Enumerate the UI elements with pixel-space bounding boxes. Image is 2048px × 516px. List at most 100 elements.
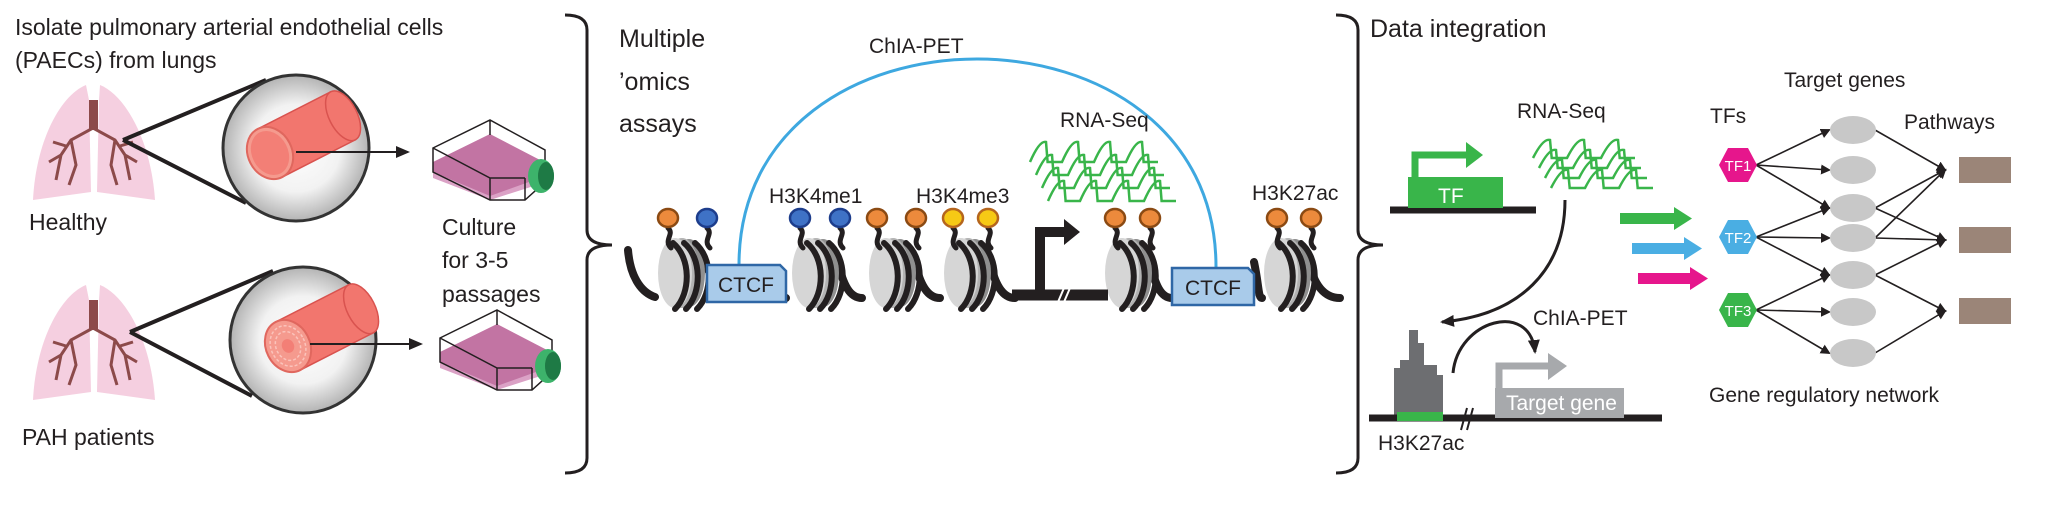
dna-wrap (1117, 240, 1137, 312)
histone-tail (797, 225, 806, 251)
ctcf-label-1: CTCF (718, 274, 774, 297)
pah-vessel-icon (263, 283, 380, 374)
histone-mark-orange (1265, 207, 1289, 229)
histone-tail (1147, 225, 1156, 251)
rnaseq-label: RNA-Seq (1060, 109, 1149, 132)
pathway-node (1959, 227, 2011, 253)
edge-gene-to-pathway (1874, 169, 1947, 209)
culture-flask-icon (439, 309, 561, 391)
left-lung (33, 85, 91, 200)
dna-wrap (967, 240, 987, 312)
break-mark (1057, 287, 1071, 303)
rna-transcript (1046, 179, 1176, 203)
chiapet-label-right: ChIA-PET (1533, 307, 1628, 330)
edge-tf-to-gene (1755, 206, 1831, 238)
dna-wrap (670, 240, 690, 312)
nucleosome (658, 238, 712, 312)
dna-wrap (1139, 240, 1159, 312)
panel-title-line1: Isolate pulmonary arterial endothelial c… (15, 14, 443, 40)
histone-mark-yellow (941, 207, 965, 229)
trachea (89, 100, 98, 130)
tf-tss-arrowhead (1466, 142, 1483, 168)
target-gene-node (1830, 224, 1876, 252)
target-gene-node (1830, 194, 1876, 222)
break-mark (1460, 407, 1474, 431)
dna-wrap (681, 240, 701, 312)
culture-line-1: Culture (442, 214, 516, 240)
integration-arrow-pink (1638, 267, 1708, 290)
histone-mark-blue (695, 207, 719, 229)
histone-mark-orange (1103, 207, 1127, 229)
tf-gene-box (1408, 177, 1503, 208)
edge-gene-to-pathway (1874, 129, 1947, 171)
nucleosome (869, 238, 923, 312)
target-gene-node (1830, 116, 1876, 144)
dna-linker (1250, 258, 1266, 302)
integration-arrow-green (1620, 207, 1692, 230)
histone-mark-blue (828, 207, 852, 229)
data-integration-title: Data integration (1370, 15, 1547, 43)
target-tss-arrowhead (1548, 353, 1567, 380)
tf-node-1: TF1 (1719, 148, 1757, 182)
edge-tf-to-gene (1755, 273, 1831, 311)
histone-tail (1274, 225, 1283, 251)
healthy-label: Healthy (29, 209, 107, 235)
tf-gene-label: TF (1438, 185, 1464, 208)
edge-gene-to-pathway (1874, 168, 1947, 239)
histone-mark-blue (788, 207, 812, 229)
histone-tail (704, 225, 713, 251)
flask-cap-inner (545, 352, 561, 380)
target-gene-node (1830, 156, 1876, 184)
bronchi (48, 326, 138, 386)
flask-cap-inner (538, 162, 554, 190)
edge-tf-to-gene (1755, 164, 1831, 175)
dna-wrap (1276, 240, 1296, 312)
nucleosome (792, 238, 846, 312)
histone-mark-orange (1299, 207, 1323, 229)
rna-transcript (1034, 153, 1164, 177)
flask-medium-side (440, 362, 547, 390)
edge-gene-to-pathway (1874, 274, 1947, 312)
target-gene-label: Target gene (1506, 392, 1617, 415)
pah-lungs-icon (33, 285, 155, 400)
pathway-node (1959, 157, 2011, 183)
chiapet-label: ChIA-PET (869, 35, 964, 58)
omics-title-line1: Multiple (619, 25, 705, 53)
histone-tail (837, 225, 846, 251)
integration-arrow-blue (1632, 237, 1702, 260)
dna-wrap (815, 240, 835, 312)
edge-gene-to-pathway (1874, 207, 1947, 242)
ctcf-box-1: CTCF (705, 263, 788, 304)
target-gene-node (1830, 261, 1876, 289)
nucleosome (1264, 238, 1318, 312)
edge-tf-to-gene (1755, 306, 1831, 317)
tfs-label: TFs (1710, 105, 1746, 128)
target-tss-arrow-icon (1495, 362, 1550, 388)
dna-wrap (1298, 240, 1318, 312)
flask-medium-side (433, 172, 540, 200)
tf-node-3: TF3 (1719, 293, 1757, 327)
tf-node-label: TF3 (1725, 303, 1752, 320)
target-genes-label: Target genes (1784, 69, 1905, 92)
zoom-cone-healthy (122, 78, 267, 205)
nucleosome (944, 238, 998, 312)
tf-tss-arrow-icon (1411, 151, 1468, 177)
ctcf-box-2: CTCF (1170, 266, 1256, 307)
dna-wrap (903, 240, 923, 312)
target-gene-box (1495, 388, 1624, 418)
culture-flask-icon (432, 119, 554, 201)
edge-gene-to-pathway (1874, 239, 1947, 276)
rna-transcript (1537, 148, 1641, 170)
tf-node-label: TF2 (1725, 230, 1752, 247)
histone-mark-orange (865, 207, 889, 229)
tss-arrowhead (1064, 219, 1080, 245)
tf-node-2: TF2 (1719, 220, 1757, 254)
healthy-vessel-icon (245, 90, 362, 181)
dna-wrap (956, 240, 976, 312)
panel-title-line2: (PAECs) from lungs (15, 47, 217, 73)
rna-transcripts-icon (1028, 140, 1176, 203)
histone-tail (913, 225, 922, 251)
h3k4me3-label: H3K4me3 (916, 185, 1009, 208)
pathway-node (1959, 298, 2011, 324)
